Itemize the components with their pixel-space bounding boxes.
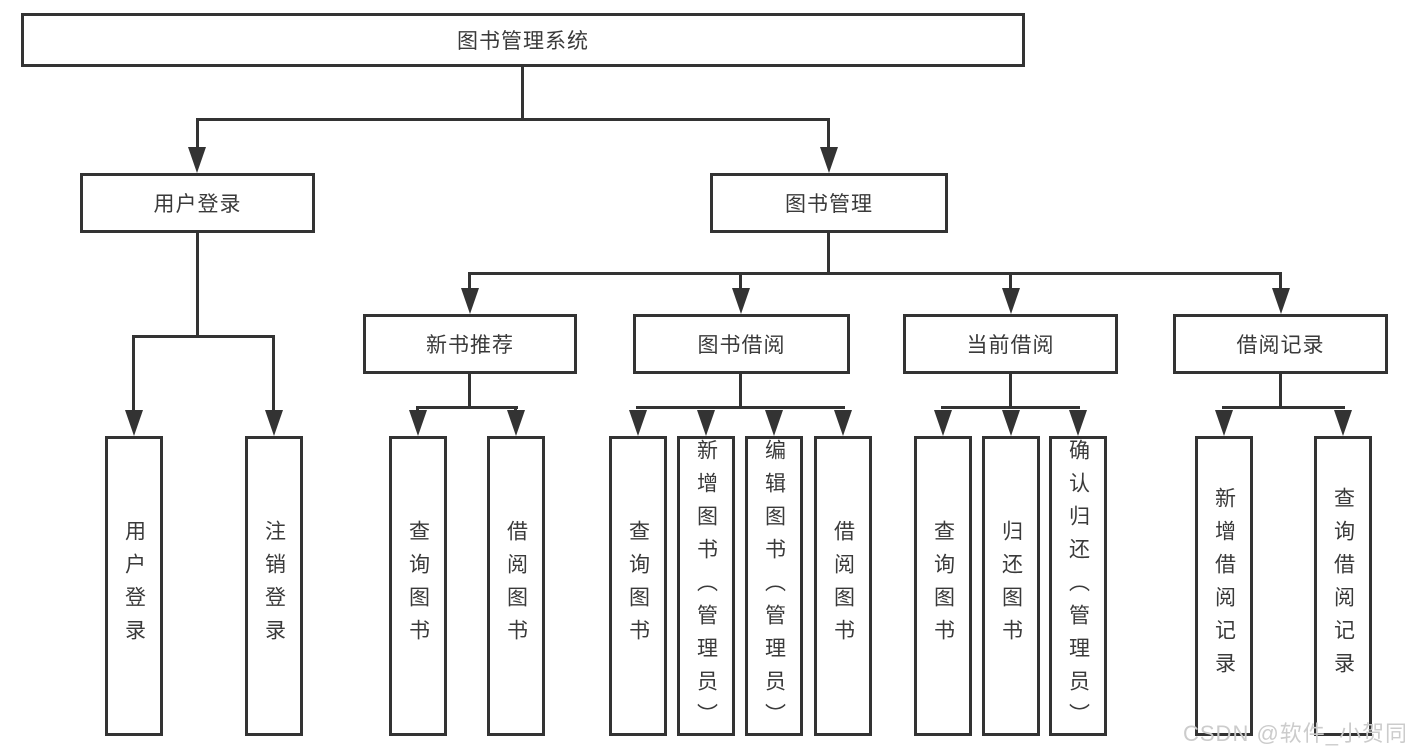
- node-book-management: 图书管理: [710, 173, 948, 233]
- connector-line: [468, 272, 1282, 275]
- connector-line: [1279, 272, 1282, 288]
- leaf-borrow-query: 查询图书: [609, 436, 667, 736]
- arrowhead: [1002, 410, 1020, 436]
- node-new-book-recommend: 新书推荐: [363, 314, 577, 374]
- leaf-borrow-edit-admin: 编辑图书（管理员）: [745, 436, 803, 736]
- connector-line: [416, 406, 419, 412]
- connector-line: [739, 374, 742, 406]
- connector-line: [941, 406, 1080, 409]
- connector-line: [468, 374, 471, 406]
- connector-line: [196, 118, 199, 147]
- connector-line: [739, 272, 742, 288]
- connector-line: [1009, 272, 1012, 288]
- arrowhead: [409, 410, 427, 436]
- arrowhead: [629, 410, 647, 436]
- connector-line: [196, 233, 199, 335]
- connector-line: [636, 406, 845, 409]
- connector-line: [132, 335, 275, 338]
- connector-line: [521, 67, 524, 118]
- arrowhead: [461, 288, 479, 314]
- connector-line: [272, 335, 275, 410]
- arrowhead: [265, 410, 283, 436]
- node-borrow-records: 借阅记录: [1173, 314, 1388, 374]
- connector-line: [1279, 374, 1282, 406]
- connector-line: [1009, 374, 1012, 406]
- arrowhead: [1215, 410, 1233, 436]
- leaf-current-confirm-admin: 确认归还（管理员）: [1049, 436, 1107, 736]
- arrowhead: [125, 410, 143, 436]
- arrowhead: [820, 147, 838, 173]
- leaf-records-add: 新增借阅记录: [1195, 436, 1253, 736]
- arrowhead: [188, 147, 206, 173]
- connector-line: [827, 233, 830, 272]
- leaf-records-query: 查询借阅记录: [1314, 436, 1372, 736]
- arrowhead: [1002, 288, 1020, 314]
- leaf-newbook-borrow: 借阅图书: [487, 436, 545, 736]
- leaf-newbook-query: 查询图书: [389, 436, 447, 736]
- arrowhead: [732, 288, 750, 314]
- node-book-borrow: 图书借阅: [633, 314, 850, 374]
- leaf-borrow-borrow: 借阅图书: [814, 436, 872, 736]
- arrowhead: [507, 410, 525, 436]
- csdn-watermark: CSDN @软件_小贺同学: [1183, 721, 1405, 746]
- connector-line: [1222, 406, 1345, 409]
- arrowhead: [934, 410, 952, 436]
- arrowhead: [1272, 288, 1290, 314]
- leaf-current-return: 归还图书: [982, 436, 1040, 736]
- connector-line: [132, 335, 135, 410]
- connector-line: [196, 118, 830, 121]
- arrowhead: [834, 410, 852, 436]
- connector-line: [514, 406, 517, 412]
- node-current-borrow: 当前借阅: [903, 314, 1118, 374]
- arrowhead: [765, 410, 783, 436]
- arrowhead: [697, 410, 715, 436]
- leaf-user-login: 用户登录: [105, 436, 163, 736]
- connector-line: [416, 406, 518, 409]
- node-library-system: 图书管理系统: [21, 13, 1025, 67]
- node-user-login: 用户登录: [80, 173, 315, 233]
- leaf-borrow-add-admin: 新增图书（管理员）: [677, 436, 735, 736]
- arrowhead: [1334, 410, 1352, 436]
- connector-line: [827, 118, 830, 147]
- leaf-logout: 注销登录: [245, 436, 303, 736]
- connector-line: [468, 272, 471, 288]
- arrowhead: [1069, 410, 1087, 436]
- leaf-current-query: 查询图书: [914, 436, 972, 736]
